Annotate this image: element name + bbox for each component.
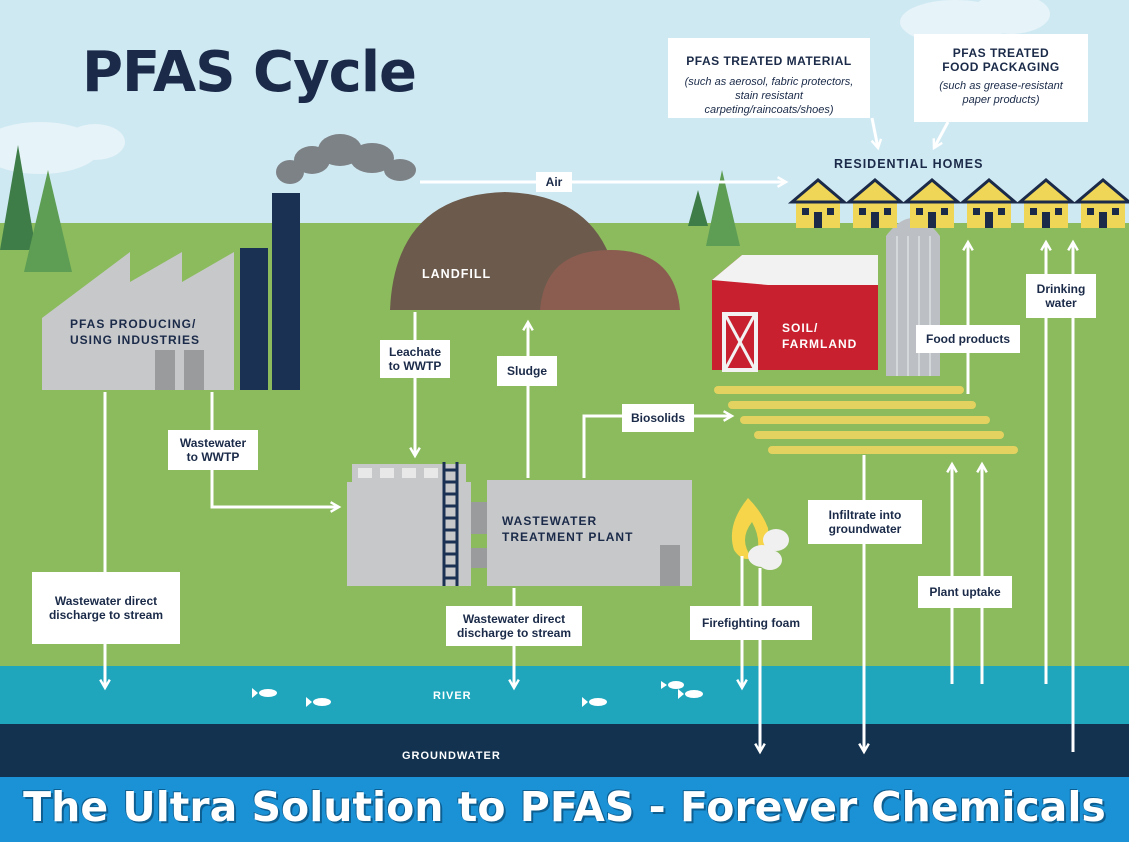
house-icon xyxy=(787,178,849,228)
residential-houses xyxy=(787,178,1129,228)
groundwater xyxy=(0,724,1129,777)
banner-title: The Ultra Solution to PFAS - Forever Che… xyxy=(23,783,1106,831)
flow-wastewater-to-wwtp: Wastewater to WWTP xyxy=(168,430,258,470)
node-industries: PFAS PRODUCING/ USING INDUSTRIES xyxy=(70,317,201,347)
node-wwtp: WASTEWATER TREATMENT PLANT xyxy=(502,514,634,544)
flow-arrows xyxy=(99,117,1079,755)
flow-plant-uptake: Plant uptake xyxy=(918,576,1012,608)
flow-wastewater-direct-wwtp: Wastewater direct discharge to stream xyxy=(446,606,582,646)
flow-infiltrate: Infiltrate into groundwater xyxy=(808,500,922,544)
callout-treated-material-desc: (such as aerosol, fabric protectors, sta… xyxy=(684,76,854,116)
flow-air: Air xyxy=(536,172,572,192)
wastewater-treatment-plant xyxy=(347,462,692,586)
house-icon xyxy=(844,178,906,228)
house-icon xyxy=(1015,178,1077,228)
node-groundwater: GROUNDWATER xyxy=(402,750,501,762)
house-icon xyxy=(901,178,963,228)
arrow-food-packaging xyxy=(932,121,950,151)
house-icon xyxy=(1072,178,1129,228)
fish-icons xyxy=(252,681,703,707)
clouds xyxy=(0,0,1050,174)
house-icon xyxy=(958,178,1020,228)
callout-treated-material: PFAS TREATED MATERIAL (such as aerosol, … xyxy=(668,38,870,118)
arrow-treated-material xyxy=(870,117,883,151)
barn xyxy=(712,255,878,372)
farm-field xyxy=(714,386,1018,454)
factory xyxy=(42,193,300,390)
node-landfill: LANDFILL xyxy=(422,267,492,281)
flow-firefighting-foam: Firefighting foam xyxy=(690,606,812,640)
banner-background xyxy=(0,777,1129,842)
fire-icon xyxy=(731,498,789,570)
node-residential-homes: RESIDENTIAL HOMES xyxy=(834,157,984,171)
page-title: PFAS Cycle xyxy=(82,40,417,105)
flow-leachate: Leachate to WWTP xyxy=(380,340,450,378)
callout-food-packaging: PFAS TREATED FOOD PACKAGING (such as gre… xyxy=(914,34,1088,122)
flow-biosolids: Biosolids xyxy=(622,404,694,432)
flow-food-products: Food products xyxy=(916,325,1020,353)
landfill xyxy=(390,192,680,310)
callout-food-packaging-desc: (such as grease-resistant paper products… xyxy=(939,80,1063,106)
trees xyxy=(0,145,740,272)
flow-drinking-water: Drinking water xyxy=(1026,274,1096,318)
callout-food-packaging-title: PFAS TREATED FOOD PACKAGING xyxy=(942,46,1060,74)
smoke xyxy=(276,134,416,184)
flow-sludge: Sludge xyxy=(497,356,557,386)
flow-wastewater-direct-industry: Wastewater direct discharge to stream xyxy=(32,572,180,644)
node-river: RIVER xyxy=(433,690,472,702)
callout-treated-material-title: PFAS TREATED MATERIAL xyxy=(686,54,852,68)
node-farmland: SOIL/ FARMLAND xyxy=(782,321,858,351)
river xyxy=(0,666,1129,724)
